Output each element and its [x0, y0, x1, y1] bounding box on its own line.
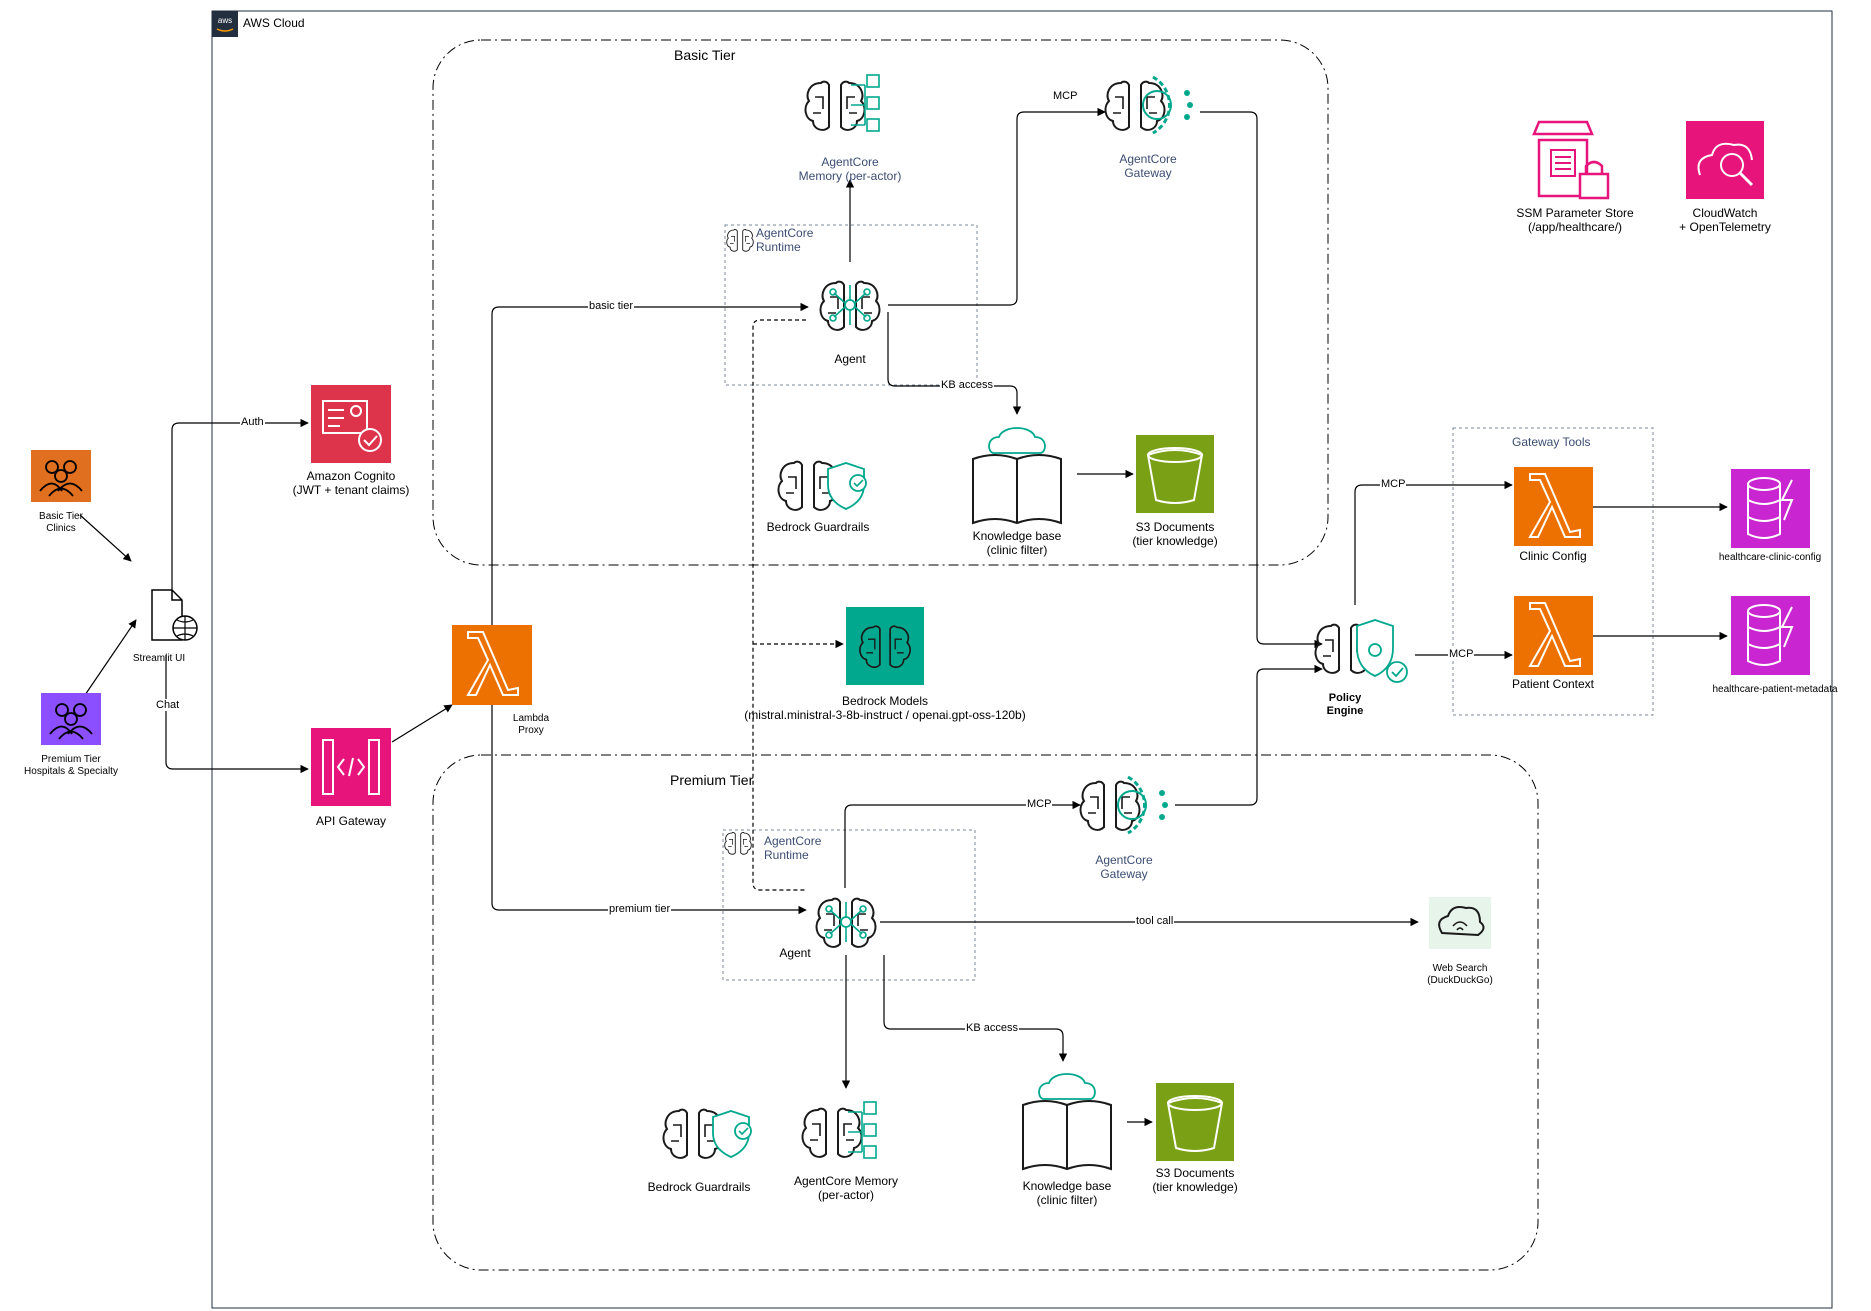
runtime-premium-group: [722, 829, 976, 981]
aws-cloud-container: aws: [211, 10, 1833, 1309]
edge-mcp-premium: [844, 800, 1081, 888]
premium-tier-group: [432, 754, 1539, 1271]
premium-agent-label: Agent: [779, 946, 811, 960]
edge-label-basic-tier: basic tier: [588, 300, 635, 312]
premium-s3-icon: [1156, 1083, 1234, 1161]
runtime-premium-icon: [724, 832, 752, 855]
edge-label-kb-access-premium: KB access: [965, 1022, 1019, 1034]
edge-chat: [165, 655, 309, 774]
premium-hospitals-label: Premium Tier Hospitals & Specialty: [24, 754, 118, 777]
cognito-icon: [311, 385, 391, 463]
edge-label-mcp-patient: MCP: [1448, 648, 1475, 660]
basic-gateway-icon: [1104, 75, 1193, 135]
edge-label-kb-access-basic: KB access: [940, 379, 994, 391]
premium-guardrails-icon: [662, 1108, 752, 1159]
premium-hospitals-people-icon: [41, 693, 101, 745]
premium-gateway-label: AgentCore Gateway: [1095, 853, 1153, 881]
premium-agent-icon: [815, 897, 877, 948]
edge-kb-access-basic: [887, 312, 1022, 415]
gateway-tools-title: Gateway Tools: [1512, 435, 1591, 449]
edge-label-auth: Auth: [240, 416, 265, 428]
ssm-label: SSM Parameter Store (/app/healthcare/): [1516, 206, 1634, 234]
premium-tier-title: Premium Tier: [670, 772, 754, 788]
basic-kb-icon: [972, 427, 1062, 525]
patient-context-lambda-icon: [1514, 596, 1593, 675]
api-gateway-icon: [311, 728, 391, 806]
ddb-clinic-label: healthcare-clinic-config: [1718, 552, 1822, 563]
runtime-premium-label: AgentCore Runtime: [764, 834, 822, 862]
runtime-basic-icon: [726, 229, 754, 252]
basic-clinics-people-icon: [31, 450, 91, 502]
premium-kb-icon: [1022, 1073, 1112, 1171]
premium-memory-icon: [801, 1101, 877, 1159]
api-gateway-label: API Gateway: [315, 814, 387, 828]
clinic-config-lambda-icon: [1514, 467, 1593, 546]
web-search-icon: [1429, 897, 1491, 949]
streamlit-document-icon: [151, 589, 198, 641]
basic-s3-icon: [1136, 435, 1214, 513]
edge-premium-tier: [491, 660, 807, 915]
cognito-label: Amazon Cognito (JWT + tenant claims): [292, 469, 410, 497]
bedrock-models-label: Bedrock Models (mistral.ministral-3-8b-i…: [744, 694, 1026, 722]
basic-agent-label: Agent: [834, 352, 866, 366]
edge-kb-access-premium: [883, 955, 1068, 1062]
premium-memory-label: AgentCore Memory (per-actor): [793, 1174, 899, 1202]
edge-basic-to-streamlit: [79, 514, 132, 562]
edge-auth: [171, 418, 309, 590]
basic-tier-title: Basic Tier: [674, 47, 736, 63]
edge-gateway-basic-to-policy: [1200, 111, 1323, 649]
edge-mcp-basic: [888, 107, 1106, 306]
premium-kb-label: Knowledge base (clinic filter): [1022, 1179, 1112, 1207]
clinic-config-label: Clinic Config: [1519, 549, 1587, 563]
basic-kb-label: Knowledge base (clinic filter): [972, 529, 1062, 557]
ssm-parameter-store-icon: [1532, 120, 1610, 200]
basic-memory-icon: [804, 74, 880, 132]
policy-engine-label: Policy Engine: [1326, 692, 1364, 717]
basic-guardrails-icon: [777, 460, 867, 511]
aws-logo-icon: aws: [218, 16, 232, 25]
policy-engine-icon: [1314, 619, 1408, 683]
streamlit-label: Streamlit UI: [132, 653, 186, 664]
bedrock-models-icon: [846, 607, 924, 685]
edge-apigw-to-lambda: [391, 704, 453, 743]
edge-label-mcp-clinic: MCP: [1380, 478, 1407, 490]
patient-context-label: Patient Context: [1511, 677, 1595, 691]
edge-label-tool-call: tool call: [1135, 915, 1175, 927]
edge-label-mcp-premium: MCP: [1026, 798, 1053, 810]
cloudwatch-icon: [1686, 121, 1764, 199]
basic-agent-icon: [819, 280, 881, 331]
basic-tier-group: [432, 39, 1329, 566]
web-search-label: Web Search (DuckDuckGo): [1427, 963, 1493, 986]
premium-gateway-icon: [1079, 775, 1168, 835]
edge-gateway-premium-to-policy: [1175, 664, 1323, 806]
premium-s3-label: S3 Documents (tier knowledge): [1152, 1166, 1238, 1194]
aws-cloud-title: AWS Cloud: [243, 16, 305, 30]
edge-label-mcp-basic: MCP: [1052, 90, 1079, 102]
lambda-proxy-label: Lambda Proxy: [512, 713, 550, 736]
edge-mcp-clinic: [1354, 480, 1513, 605]
ddb-patient-label: healthcare-patient-metadata: [1712, 684, 1838, 695]
gateway-tools-group: [1452, 427, 1654, 716]
edge-agents-to-models: [752, 319, 843, 891]
ddb-clinic-config-icon: [1731, 469, 1810, 548]
premium-guardrails-label: Bedrock Guardrails: [647, 1180, 751, 1194]
edge-basic-tier: [491, 302, 809, 632]
basic-gateway-label: AgentCore Gateway: [1119, 152, 1177, 180]
runtime-basic-label: AgentCore Runtime: [756, 226, 814, 254]
cloudwatch-label: CloudWatch + OpenTelemetry: [1679, 206, 1771, 234]
ddb-patient-metadata-icon: [1731, 596, 1810, 675]
edge-premium-to-streamlit: [84, 619, 137, 696]
basic-memory-label: AgentCore Memory (per-actor): [798, 155, 902, 183]
edge-label-chat: Chat: [155, 699, 181, 711]
basic-s3-label: S3 Documents (tier knowledge): [1132, 520, 1218, 548]
edge-label-premium-tier: premium tier: [608, 903, 672, 915]
basic-guardrails-label: Bedrock Guardrails: [766, 520, 870, 534]
lambda-proxy-icon: [452, 625, 532, 705]
basic-clinics-label: Basic Tier Clinics: [39, 511, 83, 534]
